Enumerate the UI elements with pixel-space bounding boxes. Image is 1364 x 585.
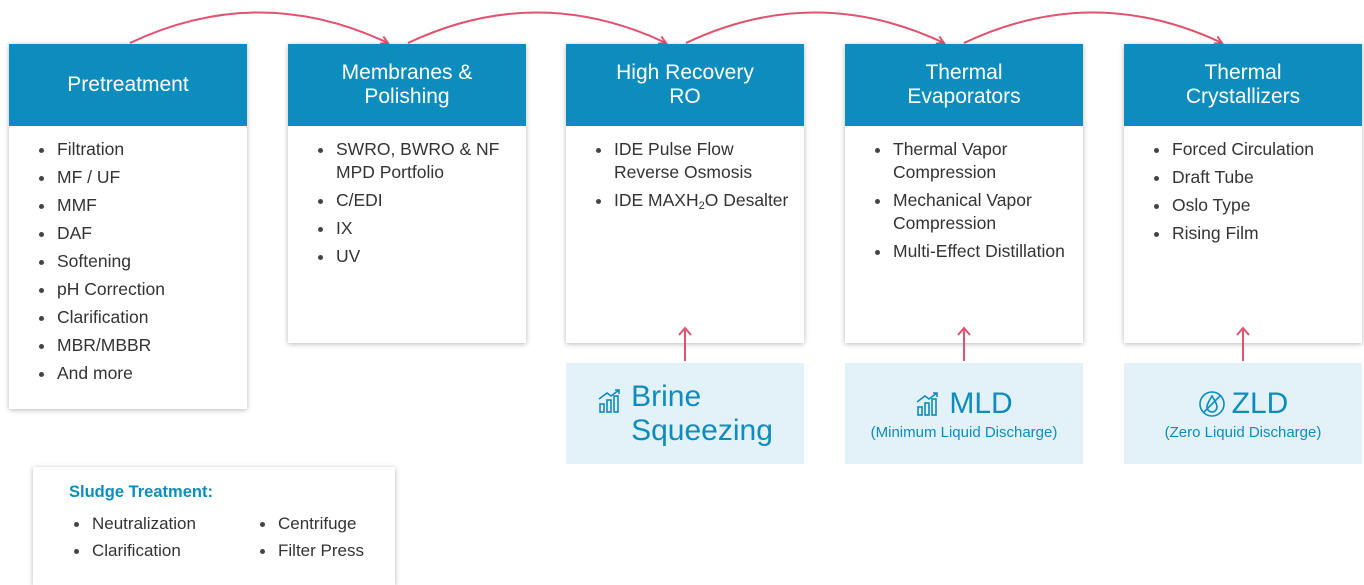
badge-mld: MLD (Minimum Liquid Discharge) — [845, 363, 1083, 464]
badge-brine-squeezing: Brine Squeezing — [566, 363, 804, 464]
list-item: Rising Film — [1148, 222, 1348, 245]
sludge-title: Sludge Treatment: — [69, 483, 213, 501]
sludge-treatment-box: Sludge Treatment: Neutralization Clarifi… — [33, 467, 395, 585]
list-item: pH Correction — [33, 278, 233, 301]
list-item: And more — [33, 362, 233, 385]
bar-chart-growth-icon — [916, 391, 939, 416]
list-item: MMF — [33, 194, 233, 217]
up-arrow-zld — [1236, 326, 1250, 361]
list-item: Neutralization — [68, 512, 196, 535]
list-item: UV — [312, 245, 512, 268]
list-item: Filtration — [33, 138, 233, 161]
stage-card-thermal-crystallizers: Thermal Crystallizers Forced Circulation… — [1124, 44, 1362, 343]
list-item: Softening — [33, 250, 233, 273]
stage-item-list: Filtration MF / UF MMF DAF Softening pH … — [33, 138, 233, 385]
list-item: Draft Tube — [1148, 166, 1348, 189]
stage-card-pretreatment: Pretreatment Filtration MF / UF MMF DAF … — [9, 44, 247, 409]
stage-item-list: Forced Circulation Draft Tube Oslo Type … — [1148, 138, 1348, 245]
stage-title: High Recovery RO — [566, 44, 804, 126]
list-item: Forced Circulation — [1148, 138, 1348, 161]
stage-item-list: Thermal Vapor Compression Mechanical Vap… — [869, 138, 1069, 263]
list-item: DAF — [33, 222, 233, 245]
list-item: Clarification — [68, 539, 196, 562]
list-item: Oslo Type — [1148, 194, 1348, 217]
stage-card-membranes: Membranes & Polishing SWRO, BWRO & NF MP… — [288, 44, 526, 343]
flow-arrow-3 — [685, 11, 944, 44]
flow-arrow-4 — [963, 11, 1222, 44]
list-item: Clarification — [33, 306, 233, 329]
list-item: Mechanical Vapor Compression — [869, 189, 1069, 235]
flow-arrow-1 — [129, 11, 388, 44]
bar-chart-growth-icon — [598, 388, 620, 413]
list-item: MBR/MBBR — [33, 334, 233, 357]
list-item: SWRO, BWRO & NF MPD Portfolio — [312, 138, 512, 184]
stage-title: Thermal Evaporators — [845, 44, 1083, 126]
list-item: IDE Pulse Flow Reverse Osmosis — [590, 138, 790, 184]
list-item: Thermal Vapor Compression — [869, 138, 1069, 184]
stage-title: Pretreatment — [9, 44, 247, 126]
stage-card-high-recovery-ro: High Recovery RO IDE Pulse Flow Reverse … — [566, 44, 804, 343]
list-item: Filter Press — [254, 539, 364, 562]
stage-item-list: SWRO, BWRO & NF MPD Portfolio C/EDI IX U… — [312, 138, 512, 268]
badge-zld: ZLD (Zero Liquid Discharge) — [1124, 363, 1362, 464]
stage-title: Membranes & Polishing — [288, 44, 526, 126]
flow-arrow-2 — [407, 11, 666, 44]
up-arrow-mld — [957, 326, 971, 361]
list-item: C/EDI — [312, 189, 512, 212]
stage-title: Thermal Crystallizers — [1124, 44, 1362, 126]
list-item: Multi-Effect Distillation — [869, 240, 1069, 263]
list-item: IDE MAXH2O Desalter — [590, 189, 790, 218]
stage-card-thermal-evaporators: Thermal Evaporators Thermal Vapor Compre… — [845, 44, 1083, 343]
sludge-list-col2: Centrifuge Filter Press — [254, 512, 364, 566]
sludge-list-col1: Neutralization Clarification — [68, 512, 196, 566]
list-item: MF / UF — [33, 166, 233, 189]
stage-item-list: IDE Pulse Flow Reverse Osmosis IDE MAXH2… — [590, 138, 790, 218]
list-item: IX — [312, 217, 512, 240]
up-arrow-brine — [678, 326, 692, 361]
list-item: Centrifuge — [254, 512, 364, 535]
water-drop-circle-icon — [1198, 390, 1225, 417]
